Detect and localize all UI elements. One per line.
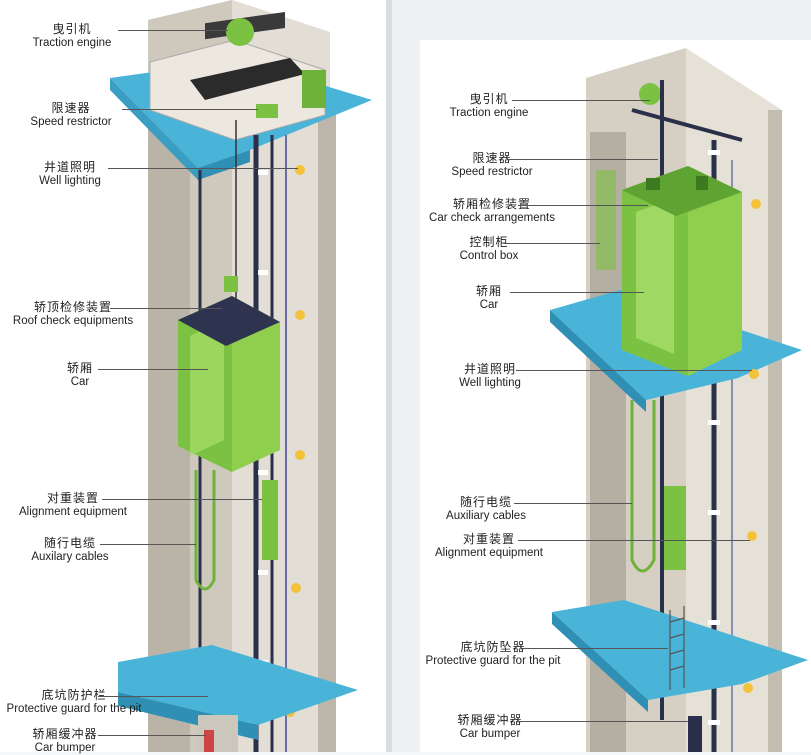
leader-car-check-right xyxy=(518,205,648,206)
right-car-check-device xyxy=(646,178,660,190)
left-pit-slab xyxy=(118,645,358,725)
leader-alignment-right xyxy=(518,540,750,541)
leader-well-lighting-left xyxy=(108,168,298,169)
left-shaft-pillar-right xyxy=(318,110,336,752)
right-traction-motor xyxy=(639,83,661,105)
leader-car-left xyxy=(98,369,208,370)
leader-speed-restrictor-right xyxy=(508,159,658,160)
right-pit-slab xyxy=(552,600,808,700)
right-pit-ladder xyxy=(669,606,685,690)
right-car-door xyxy=(636,198,674,354)
leader-well-lighting-right xyxy=(516,370,752,371)
leader-aux-cables-right xyxy=(514,503,632,504)
right-counterweight xyxy=(664,486,686,570)
right-car-top xyxy=(622,166,742,216)
right-machine-beam xyxy=(631,108,743,142)
left-top-slab-edge xyxy=(198,150,250,180)
leader-traction-engine-left xyxy=(118,30,228,31)
left-traction-base xyxy=(190,58,305,100)
left-top-slab-side xyxy=(110,78,198,180)
left-counterweight xyxy=(262,480,278,560)
leader-pit-guard-left xyxy=(98,696,208,697)
leader-aux-cables-left xyxy=(100,544,196,545)
leader-roof-check-left xyxy=(110,308,222,309)
left-car-top xyxy=(178,296,280,346)
leader-pit-guard-right xyxy=(522,648,668,649)
right-shaft-illustration xyxy=(420,40,811,752)
right-upper-slab-edge xyxy=(550,310,646,412)
leader-alignment-left xyxy=(102,499,262,500)
leader-car-bumper-left xyxy=(98,735,206,736)
left-shaft-illustration xyxy=(110,0,372,752)
right-car-buffer xyxy=(688,716,702,752)
left-speed-governor xyxy=(256,104,278,118)
panel-divider xyxy=(386,0,392,752)
right-shaft-pillar-right xyxy=(768,110,782,752)
right-pit-slab-edge xyxy=(552,612,648,712)
leader-control-box-right xyxy=(504,243,600,244)
right-travel-cable xyxy=(630,400,656,573)
leader-car-right xyxy=(510,292,644,293)
left-well-lights xyxy=(285,165,305,717)
leader-traction-engine-right xyxy=(512,100,650,101)
leader-car-bumper-right xyxy=(516,721,688,722)
left-car-buffer xyxy=(204,730,214,752)
left-controller xyxy=(302,70,326,108)
left-roof-check-device xyxy=(224,276,238,292)
right-well-lights xyxy=(743,199,761,693)
right-control-box xyxy=(596,170,616,270)
right-car-check-device-2 xyxy=(696,176,708,190)
leader-speed-restrictor-left xyxy=(122,109,258,110)
left-car-door xyxy=(190,320,224,456)
left-travel-cable xyxy=(194,470,216,591)
left-traction-motor xyxy=(226,18,254,46)
